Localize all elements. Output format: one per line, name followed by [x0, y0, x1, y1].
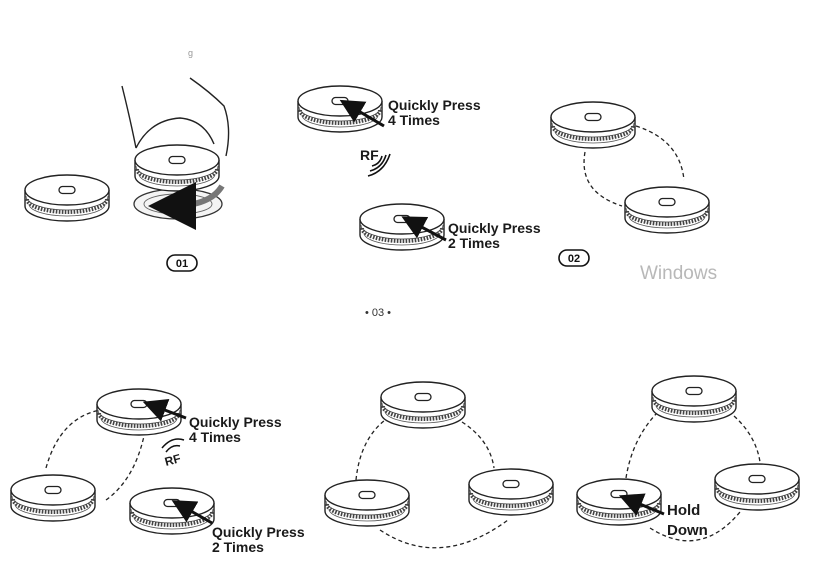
hold-down-illustration: Hold Down — [575, 374, 801, 542]
cropped-caption-fragment: g — [188, 48, 193, 58]
press-2-label-line2: 2 Times — [448, 235, 500, 251]
detector-node-left — [323, 478, 411, 528]
press-2-label-line1: Quickly Press — [212, 524, 305, 540]
link-dashed-line — [583, 151, 623, 207]
page-number: • 03 • — [365, 307, 391, 319]
link-dashed-line — [45, 409, 101, 469]
press-4-label-line1: Quickly Press — [388, 97, 481, 113]
detector-press-2 — [128, 486, 216, 536]
link-dashed-line — [635, 125, 685, 181]
svg-text:01: 01 — [176, 258, 188, 270]
detector-node-top — [379, 380, 467, 430]
detector-node-right — [467, 467, 555, 517]
svg-text:RF: RF — [163, 451, 182, 469]
link-dashed-line — [461, 421, 495, 469]
step-02-badge: 02 — [558, 249, 590, 267]
step-01-badge: 01 — [166, 254, 198, 272]
detector-hold — [575, 477, 663, 527]
link-dashed-line — [355, 419, 386, 481]
link-dashed-line — [733, 415, 761, 463]
os-watermark: Windows — [640, 263, 717, 284]
detector-press-4 — [296, 84, 384, 134]
press-4-label-line1: Quickly Press — [189, 414, 282, 430]
press-arrow-icon — [171, 500, 213, 525]
press-arrow-icon — [401, 216, 447, 242]
detector-node-right — [713, 462, 801, 512]
press-arrow-icon — [339, 99, 385, 128]
detector-press-2 — [358, 202, 446, 252]
hold-down-label-line1: Hold — [667, 502, 700, 519]
link-dashed-line — [649, 511, 741, 542]
link-dashed-line — [105, 435, 145, 501]
network-triangle-illustration — [323, 380, 555, 549]
hold-down-label-line2: Down — [667, 522, 708, 539]
press-4-label-line2: 4 Times — [189, 429, 241, 445]
detector-node-top — [650, 374, 738, 424]
svg-text:RF: RF — [360, 147, 379, 163]
rf-signal-icon: RF — [161, 438, 185, 469]
link-dashed-line — [379, 519, 509, 549]
rotate-arrow-icon — [148, 181, 225, 230]
press-arrow-icon — [142, 398, 187, 422]
link-dashed-line — [625, 413, 657, 479]
top-pairing-illustration: Quickly Press 4 Times RF Quickly Press 2… — [296, 84, 541, 252]
detector-being-mounted — [133, 143, 221, 193]
press-4-label-line2: 4 Times — [388, 112, 440, 128]
detector-linked — [9, 473, 97, 523]
svg-text:02: 02 — [568, 253, 580, 265]
detector-linked-a — [549, 100, 637, 150]
rf-signal-icon: RF — [360, 147, 391, 177]
hand-illustration — [121, 77, 230, 157]
press-2-label-line1: Quickly Press — [448, 220, 541, 236]
press-arrow-icon — [618, 493, 665, 516]
step-01-illustration: g 01 — [23, 48, 230, 272]
step-02-illustration: 02 — [549, 100, 711, 267]
bottom-pairing-illustration: Quickly Press 4 Times RF Quickly Press 2… — [9, 387, 305, 555]
press-2-label-line2: 2 Times — [212, 539, 264, 555]
detector-standalone — [23, 173, 111, 223]
detector-linked-b — [623, 185, 711, 235]
